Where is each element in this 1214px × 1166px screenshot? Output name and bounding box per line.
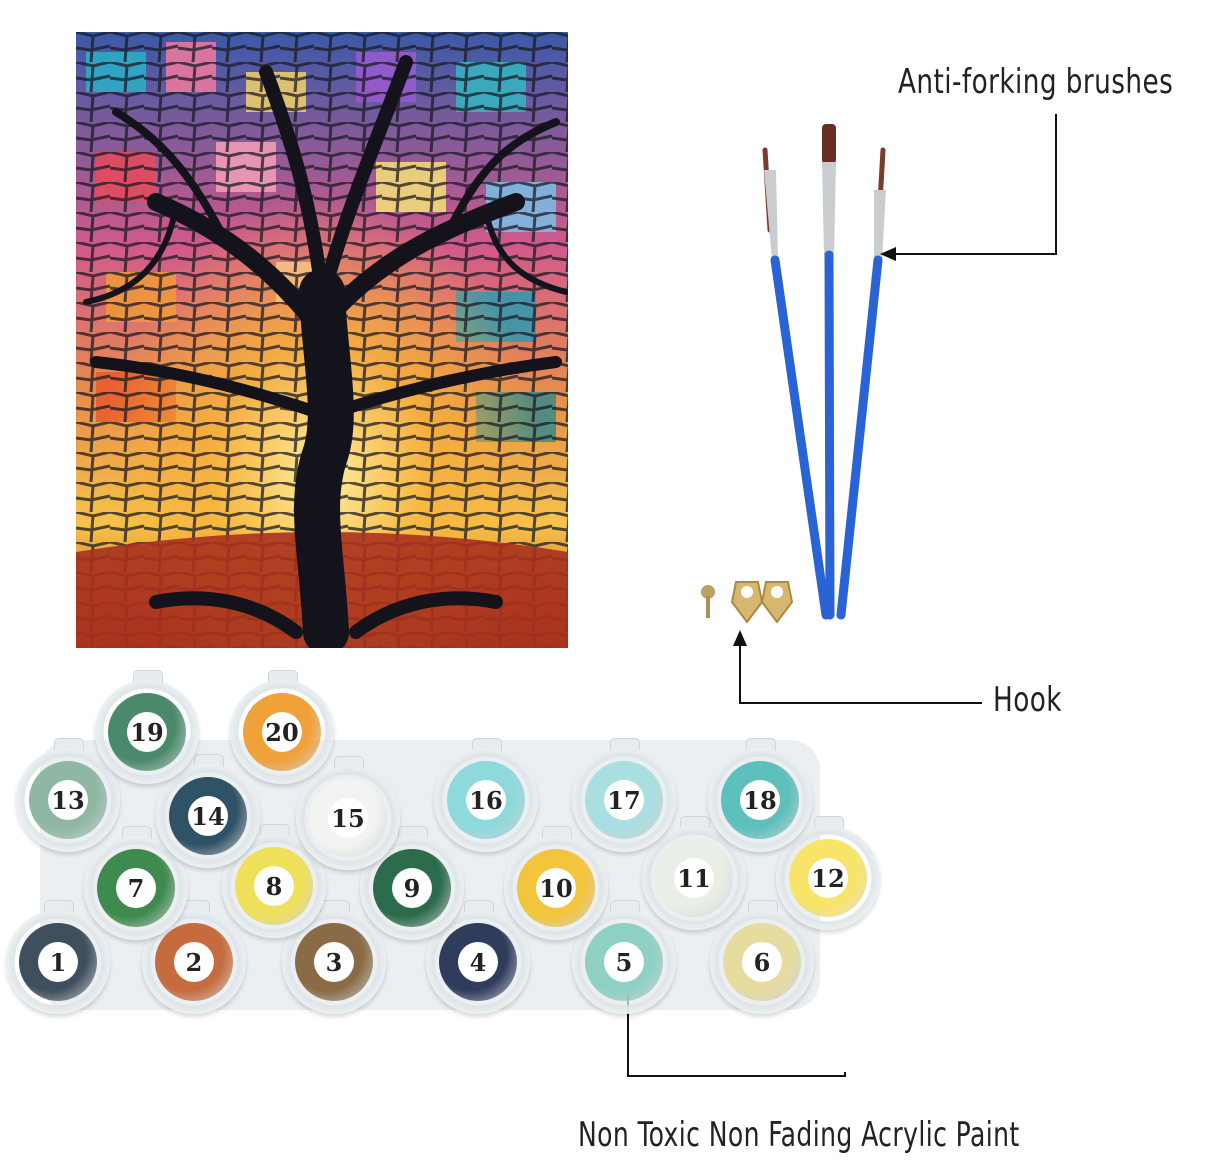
hanger-hook-icon [730,581,764,624]
paint-pot: 2 [142,900,246,1020]
brush-round-right [836,147,886,620]
pot-number-label: 12 [808,858,848,898]
paint-pot: 13 [16,738,120,858]
pot-number-label: 14 [188,796,228,836]
paint-pot: 11 [642,816,746,936]
paint-pot: 14 [156,754,260,874]
pot-number-label: 7 [116,868,156,908]
brushes-illustration [762,124,886,620]
paint-pot: 17 [572,738,676,858]
pot-number-label: 11 [674,858,714,898]
paint-pot: 5 [572,900,676,1020]
pot-number-label: 1 [38,942,78,982]
pot-number-label: 13 [48,780,88,820]
brush-flat-middle [822,124,836,620]
paint-pot: 1 [6,900,110,1020]
paint-pot: 20 [230,670,334,790]
paint-pot: 4 [426,900,530,1020]
pot-number-label: 20 [262,712,302,752]
tree-painting-image [76,32,568,648]
pot-number-label: 2 [174,942,214,982]
pot-number-label: 3 [314,942,354,982]
brushes-label: Anti-forking brushes [898,62,1174,102]
hook-callout-line [739,640,982,704]
hook-hardware [701,581,794,624]
paint-pot: 12 [776,816,880,936]
pot-number-label: 6 [742,942,782,982]
paint-callout-line [627,970,846,1077]
paint-pot: 3 [282,900,386,1020]
hook-label: Hook [993,680,1062,720]
pot-number-label: 17 [604,780,644,820]
brushes-callout-line [892,114,1057,255]
pot-number-label: 15 [328,798,368,838]
pot-number-label: 16 [466,780,506,820]
pot-number-label: 19 [127,712,167,752]
paint-pot: 9 [360,826,464,946]
pot-number-label: 9 [392,868,432,908]
paint-pot: 6 [710,900,814,1020]
pot-number-label: 18 [740,780,780,820]
paint-label: Non Toxic Non Fading Acrylic Paint [578,1115,1020,1155]
paint-pot: 7 [84,826,188,946]
pot-number-label: 5 [604,942,644,982]
paint-pot: 15 [296,756,400,876]
tree-painting [76,32,568,648]
screw-icon [701,585,715,618]
hanger-hook-icon [760,581,794,624]
brush-round-left [762,147,831,620]
paint-pot: 18 [708,738,812,858]
pot-number-label: 10 [536,868,576,908]
pot-number-label: 8 [254,866,294,906]
paint-pot: 16 [434,738,538,858]
paint-pot: 19 [95,670,199,790]
paint-pot: 10 [504,826,608,946]
pot-number-label: 4 [458,942,498,982]
